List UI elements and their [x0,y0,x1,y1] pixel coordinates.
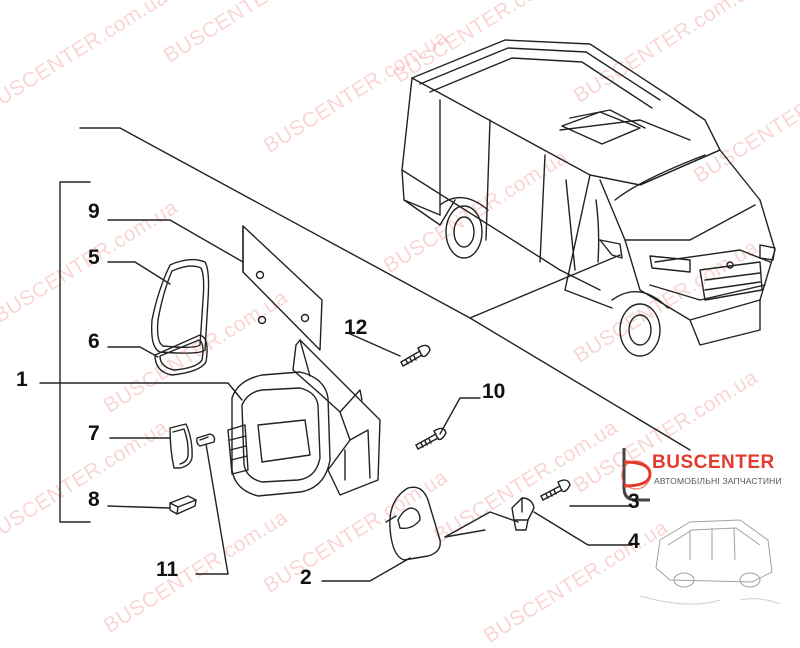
leader-line [444,511,519,538]
callout-6: 6 [88,330,100,353]
mirror-housing [227,339,381,497]
leader-line [107,219,244,263]
screw-12 [400,344,431,367]
callout-2: 2 [300,566,312,589]
callout-8: 8 [88,488,100,511]
callout-12: 12 [344,316,368,339]
van-illustration [401,39,776,357]
bulb [196,433,216,447]
brand-van-sketch [639,519,781,605]
brand-subtitle: АВТОМОБІЛЬНІ ЗАПЧАСТИНИ [654,476,782,486]
leader-line [321,557,411,582]
brand-name: BUSCENTER [652,452,775,473]
line-drawing [39,39,781,605]
leader-line [444,529,486,538]
callout-11: 11 [156,558,179,581]
clip [511,497,535,531]
mirror-cover [385,486,441,561]
leader-line [469,317,691,451]
callout-4: 4 [628,530,640,553]
callout-3: 3 [628,490,640,513]
small-connector [169,495,197,515]
leader-line [107,346,159,358]
leader-line [39,382,243,401]
upper-mirror-glass [150,258,210,354]
leader-line [107,505,171,509]
screw-10 [415,427,447,450]
callout-7: 7 [88,422,100,445]
callout-10: 10 [482,380,506,403]
callout-9: 9 [88,200,100,223]
leader-line [533,511,633,546]
leader-line [347,332,401,357]
callout-5: 5 [88,246,100,269]
screw-3 [540,479,571,501]
leader-line [195,443,229,575]
group-bracket [59,181,91,523]
leader-line [439,397,481,435]
side-repeater-lens [169,423,193,469]
leader-line [79,127,621,319]
lower-mirror-glass [154,334,208,376]
leader-line [107,261,171,285]
brand-logo-mark [621,448,652,502]
brand-block: BUSCENTER АВТОМОБІЛЬНІ ЗАПЧАСТИНИ [612,446,792,596]
callout-1: 1 [16,368,28,391]
mirror-mounting-plate [242,225,323,351]
